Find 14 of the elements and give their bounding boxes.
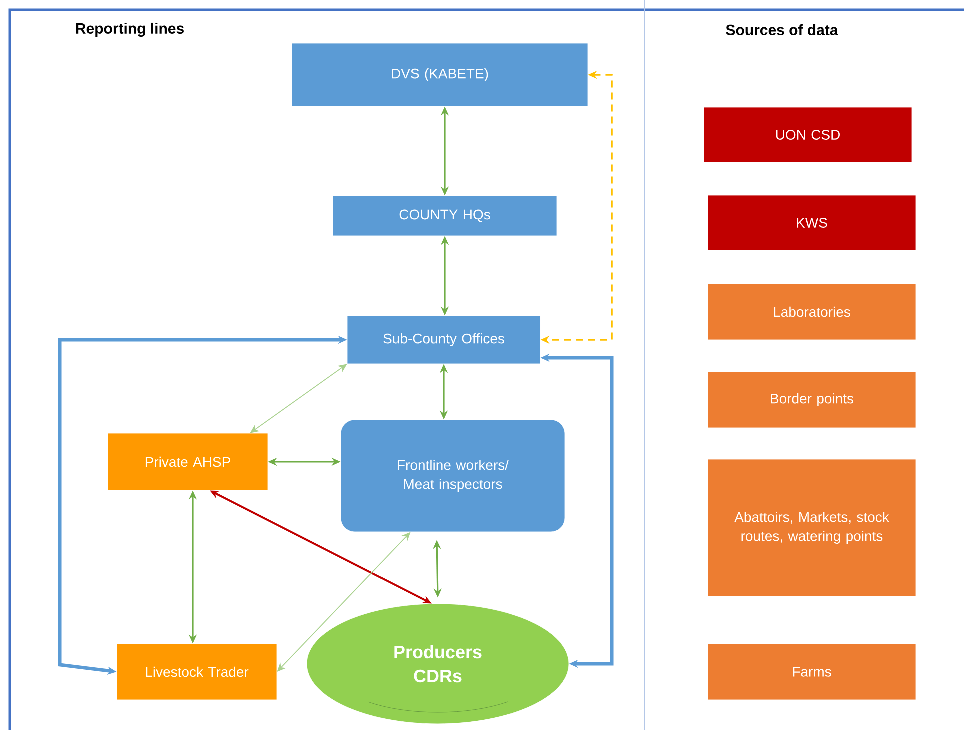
- source-box: Abattoirs, Markets, stock routes, watering points: [708, 459, 916, 597]
- actor-box: Livestock Trader: [116, 644, 278, 700]
- office-box: COUNTY HQs: [332, 196, 558, 236]
- source-box: KWS: [708, 195, 916, 251]
- panel-heading: Sources of data: [726, 24, 838, 36]
- source-box: Farms: [708, 644, 916, 700]
- source-box: Border points: [708, 372, 916, 428]
- office-box: DVS (KABETE): [292, 43, 588, 107]
- source-box: UON CSD: [704, 107, 912, 163]
- process-box: Frontline workers/ Meat inspectors: [340, 420, 566, 532]
- panel-heading: Reporting lines: [76, 22, 184, 38]
- source-box: Laboratories: [708, 284, 916, 340]
- actor-box: Private AHSP: [108, 433, 268, 491]
- office-box: Sub-County Offices: [347, 316, 541, 364]
